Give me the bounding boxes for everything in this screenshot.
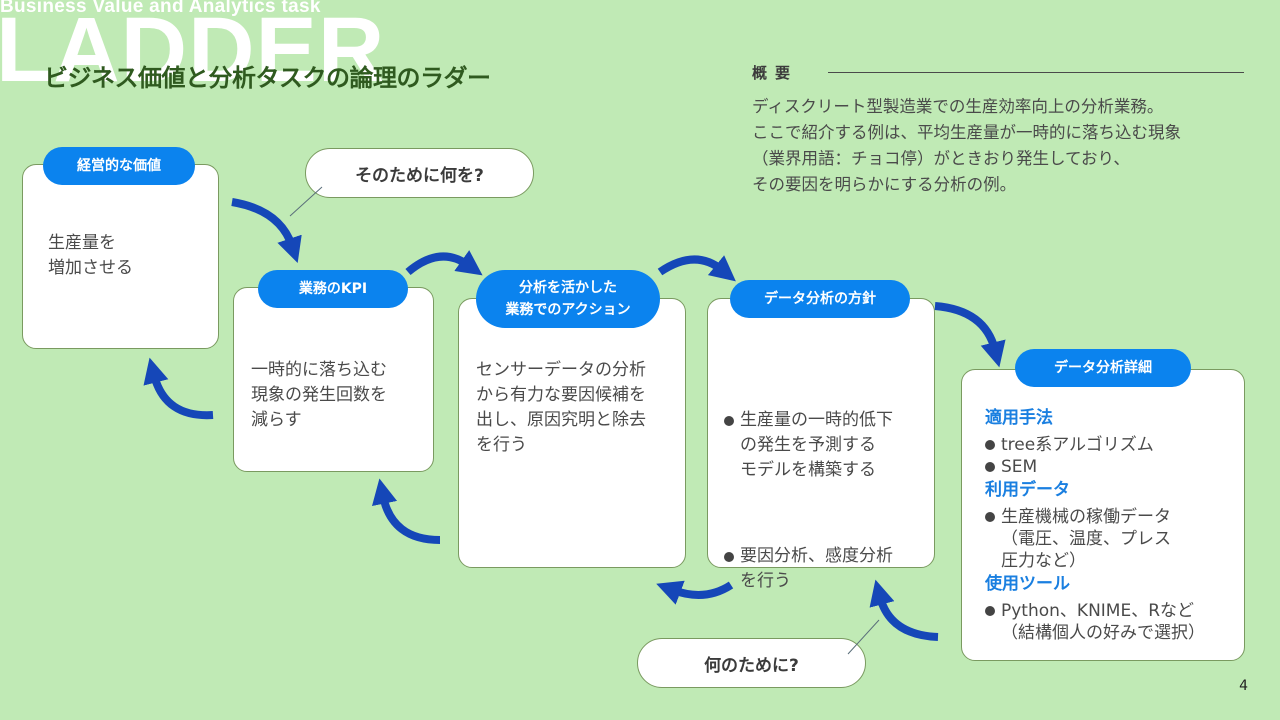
card-kpi-text: 一時的に落ち込む 現象の発生回数を 減らす: [251, 360, 387, 430]
card-business-value-text: 生産量を 増加させる: [48, 233, 133, 278]
pill-policy: データ分析の方針: [730, 280, 910, 318]
pill-action: 分析を活かした 業務でのアクション: [476, 270, 660, 328]
pill-kpi: 業務のKPI: [258, 270, 408, 308]
arrow-action-to-policy: [657, 255, 736, 282]
overview-heading: 概要: [752, 64, 799, 82]
watermark-ladder: LADDER: [0, 0, 386, 101]
card-policy-bullets: 生産量の一時的低下 の発生を予測する モデルを構築する 要因分析、感度分析 を行…: [724, 358, 893, 619]
card-details: [961, 369, 1245, 661]
page-number: 4: [1239, 678, 1248, 694]
details-heading-data: 利用データ: [985, 480, 1070, 500]
bullet-icon: [985, 462, 995, 472]
bullet-icon: [724, 552, 734, 562]
overview-body: ディスクリート型製造業での生産効率向上の分析業務。 ここで紹介する例は、平均生産…: [752, 97, 1181, 194]
details-item: 生産機械の稼働データ （電圧、温度、プレス 圧力など）: [985, 506, 1205, 572]
arrow-kpi-to-action: [405, 250, 483, 276]
details-item: Python、KNIME、Rなど （結構個人の好みで選択）: [985, 600, 1205, 644]
arrow-down-value-to-kpi: [231, 198, 302, 263]
card-action-text: センサーデータの分析 から有力な要因候補を 出し、原因究明と除去 を行う: [476, 360, 646, 455]
overview-divider: [828, 72, 1244, 73]
details-item-text: 生産機械の稼働データ （電圧、温度、プレス 圧力など）: [1001, 507, 1171, 571]
pill-details: データ分析詳細: [1015, 349, 1191, 387]
details-item: tree系アルゴリズム: [985, 434, 1205, 456]
card-business-value: [22, 164, 219, 349]
card-details-content: 適用手法 tree系アルゴリズム SEM 利用データ 生産機械の稼働データ （電…: [985, 406, 1205, 644]
policy-bullet: 要因分析、感度分析 を行う: [724, 544, 893, 594]
pill-business-value: 経営的な価値: [43, 147, 195, 185]
arrow-back-action-to-kpi: [372, 478, 441, 544]
details-item: SEM: [985, 456, 1205, 478]
callout-backward: 何のために?: [637, 638, 866, 688]
card-action: [458, 298, 686, 568]
card-kpi: [233, 287, 434, 472]
policy-bullet-text: 生産量の一時的低下 の発生を予測する モデルを構築する: [740, 410, 893, 480]
bullet-icon: [985, 440, 995, 450]
arrow-back-kpi-to-value: [143, 357, 214, 420]
arrow-back-details-to-policy: [869, 579, 939, 641]
arrow-back-policy-to-action: [656, 580, 734, 605]
bullet-icon: [985, 606, 995, 616]
bullet-icon: [985, 512, 995, 522]
callout-forward: そのために何を?: [305, 148, 534, 198]
details-item-text: SEM: [1001, 457, 1038, 477]
page-title: ビジネス価値と分析タスクの論理のラダー: [44, 64, 491, 92]
callout-backward-leader: [847, 619, 880, 655]
bullet-icon: [724, 416, 734, 426]
policy-bullet: 生産量の一時的低下 の発生を予測する モデルを構築する: [724, 408, 893, 483]
subtitle-english: Business Value and Analytics task: [0, 0, 321, 17]
details-item-text: Python、KNIME、Rなど （結構個人の好みで選択）: [1001, 601, 1205, 643]
details-heading-tools: 使用ツール: [985, 574, 1070, 594]
details-item-text: tree系アルゴリズム: [1001, 435, 1154, 455]
details-heading-methods: 適用手法: [985, 408, 1053, 428]
card-policy: [707, 298, 935, 568]
callout-forward-leader: [289, 186, 323, 217]
policy-bullet-text: 要因分析、感度分析 を行う: [740, 546, 893, 591]
arrow-policy-to-details: [934, 302, 1006, 368]
